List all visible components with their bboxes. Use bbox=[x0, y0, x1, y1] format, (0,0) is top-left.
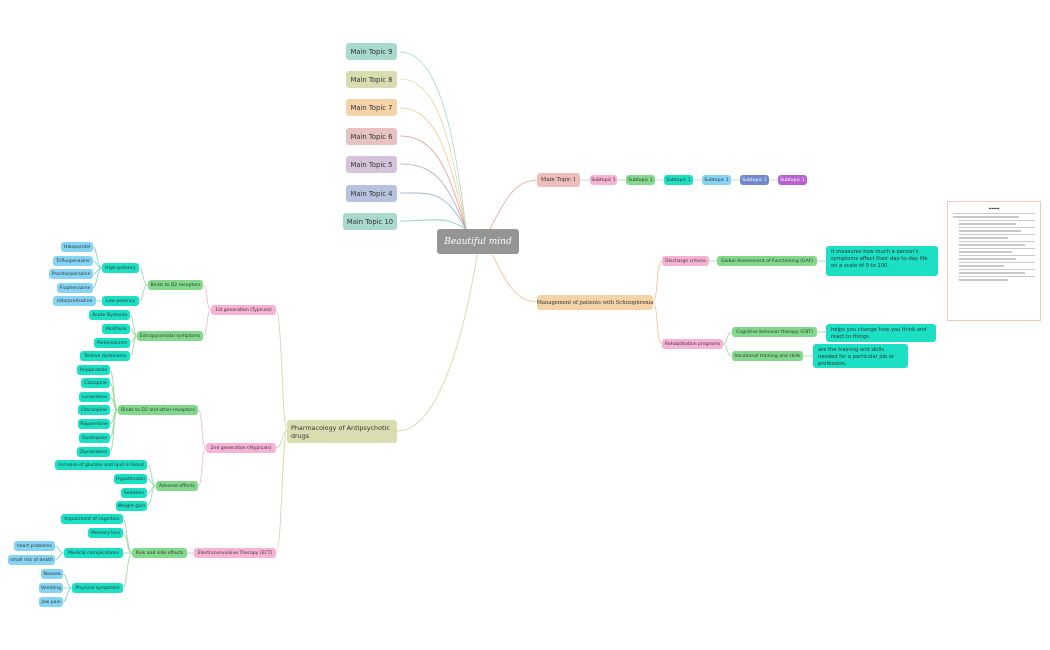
document-line bbox=[959, 233, 1035, 236]
binds-d2-receptors[interactable]: Binds to D2 receptors bbox=[148, 280, 203, 290]
extrapyramidal-symptoms[interactable]: Extrapyramidal symptoms bbox=[137, 331, 203, 341]
subtopic-1-green[interactable]: Subtopic 1 bbox=[626, 175, 655, 185]
rehabilitation-programs[interactable]: Rehabilitation programs bbox=[662, 339, 723, 349]
subtopic-1-pink[interactable]: Subtopic 1 bbox=[590, 175, 617, 185]
drug-clozapine[interactable]: Clozapine bbox=[81, 378, 110, 388]
drug-prochlorperazine[interactable]: Prochlorperazine bbox=[49, 269, 93, 279]
main-topic-9[interactable]: Main Topic 9 bbox=[346, 43, 397, 60]
document-line bbox=[959, 240, 1035, 243]
document-line bbox=[959, 244, 1025, 246]
medical-complications[interactable]: Medical complications bbox=[64, 548, 123, 558]
eps-tardive-dyskinesia[interactable]: Tardive dyskinesia bbox=[80, 351, 130, 361]
gaf-description[interactable]: It measures how much a person's symptoms… bbox=[826, 246, 938, 276]
main-topic-8[interactable]: Main Topic 8 bbox=[346, 71, 397, 88]
effect-sedation[interactable]: Sedation bbox=[121, 488, 147, 498]
symptom-vomiting[interactable]: Vomiting bbox=[39, 583, 63, 593]
first-generation-typicals[interactable]: 1st generation (Typicals) bbox=[211, 305, 276, 315]
adverse-effects[interactable]: Adverse effects bbox=[156, 481, 198, 491]
document-line bbox=[959, 261, 1035, 264]
electroconvulsive-therapy[interactable]: Electroconvulsive Therapy (ECT) bbox=[194, 548, 276, 558]
main-topic-4[interactable]: Main Topic 4 bbox=[346, 185, 397, 202]
central-topic[interactable]: Beautiful mind bbox=[437, 229, 519, 254]
drug-lurasidone[interactable]: Lurasidone bbox=[79, 392, 110, 402]
gaf-node[interactable]: Global Assessment of Functioning (GAF) bbox=[717, 256, 817, 266]
vocational-description[interactable]: are the training and skills needed for a… bbox=[813, 344, 908, 368]
subtopic-1-teal[interactable]: Subtopic 1 bbox=[664, 175, 693, 185]
subtopic-1-purple[interactable]: Subtopic 1 bbox=[778, 175, 807, 185]
discharge-criteria[interactable]: Discharge criteria bbox=[662, 256, 709, 266]
symptom-nausea[interactable]: Nausea bbox=[41, 569, 63, 579]
document-line bbox=[959, 247, 1035, 250]
drug-aripiprazole[interactable]: Aripiprazole bbox=[77, 365, 110, 375]
document-line bbox=[959, 275, 1035, 278]
document-line bbox=[959, 265, 1005, 267]
drug-fluphenazine[interactable]: Fluphenazine bbox=[57, 283, 93, 293]
document-line bbox=[959, 268, 1035, 271]
impairment-cognition[interactable]: Impairment of cognition bbox=[61, 514, 123, 524]
effect-glucose-lipid[interactable]: Increase of glucose and lipid in blood bbox=[55, 460, 147, 470]
document-line bbox=[959, 230, 1021, 232]
main-topic-10[interactable]: Main Topic 10 bbox=[343, 213, 397, 230]
main-topic-7[interactable]: Main Topic 7 bbox=[346, 99, 397, 116]
vocational-node[interactable]: Vocational training and skills bbox=[732, 351, 803, 361]
physical-symptoms[interactable]: Physical symptoms bbox=[72, 583, 123, 593]
document-line bbox=[959, 272, 1025, 274]
cbt-description[interactable]: helps you change how you think and react… bbox=[826, 324, 936, 342]
drug-ziprasidone[interactable]: Ziprasidone bbox=[77, 447, 110, 457]
document-line bbox=[959, 279, 1009, 281]
eps-parkinsonism[interactable]: Parkinsonism bbox=[94, 338, 130, 348]
main-topic-5[interactable]: Main Topic 5 bbox=[346, 156, 397, 173]
small-risk-death[interactable]: small risk of death bbox=[8, 555, 55, 565]
cbt-node[interactable]: Cognitive behavior therapy (CBT) bbox=[732, 327, 817, 337]
document-line bbox=[959, 223, 1017, 225]
pharmacology-topic[interactable]: Pharmacology of Antipsychotic drugs bbox=[287, 420, 397, 443]
drug-chlorpromazine[interactable]: chlorpromazine bbox=[53, 296, 96, 306]
attached-document-thumbnail[interactable]: ▬▬▬▬ bbox=[947, 201, 1041, 321]
drug-olanzapine[interactable]: Olanzapine bbox=[78, 405, 110, 415]
document-line bbox=[959, 251, 1013, 253]
document-line bbox=[953, 216, 1019, 218]
drug-quetiapine[interactable]: Quetiapine bbox=[79, 433, 110, 443]
eps-acute-dystonia[interactable]: Acute Dystonia bbox=[89, 310, 130, 320]
drug-risperidone[interactable]: Risperidone bbox=[78, 419, 110, 429]
memory-loss[interactable]: Memory loss bbox=[88, 528, 123, 538]
document-title-mark: ▬▬▬▬ bbox=[988, 206, 1000, 210]
high-potency[interactable]: High-potency bbox=[102, 263, 139, 273]
effect-hypotension[interactable]: Hypotension bbox=[114, 474, 147, 484]
management-topic[interactable]: Management of patients with Schizophreni… bbox=[537, 295, 653, 310]
binds-d2-other-receptors[interactable]: Binds to D2 and other receptors bbox=[118, 405, 198, 415]
document-line bbox=[959, 237, 1009, 239]
main-topic-6[interactable]: Main Topic 6 bbox=[346, 128, 397, 145]
document-line bbox=[959, 219, 1035, 222]
heart-problems[interactable]: heart problems bbox=[14, 541, 55, 551]
subtopic-1-slate[interactable]: Subtopic 1 bbox=[740, 175, 769, 185]
document-line bbox=[959, 254, 1035, 257]
drug-haloperidol[interactable]: Haloperidol bbox=[61, 242, 93, 252]
effect-weight-gain[interactable]: Weight gain bbox=[116, 501, 147, 511]
eps-akathisia[interactable]: Akathisia bbox=[102, 324, 130, 334]
document-line bbox=[959, 226, 1035, 229]
document-line bbox=[959, 258, 1017, 260]
main-topic-1[interactable]: Main Topic 1 bbox=[537, 173, 580, 187]
symptom-jaw-pain[interactable]: Jaw pain bbox=[39, 597, 63, 607]
low-potency[interactable]: Low-potency bbox=[102, 296, 139, 306]
second-generation-atypicals[interactable]: 2nd generation (Atypicals) bbox=[206, 443, 276, 453]
subtopic-1-skyblue[interactable]: Subtopic 1 bbox=[702, 175, 731, 185]
risk-side-effects[interactable]: Risk and side effects bbox=[132, 548, 187, 558]
drug-trifluoperazine[interactable]: Trifluoperazine bbox=[53, 256, 93, 266]
document-line bbox=[953, 213, 1035, 215]
